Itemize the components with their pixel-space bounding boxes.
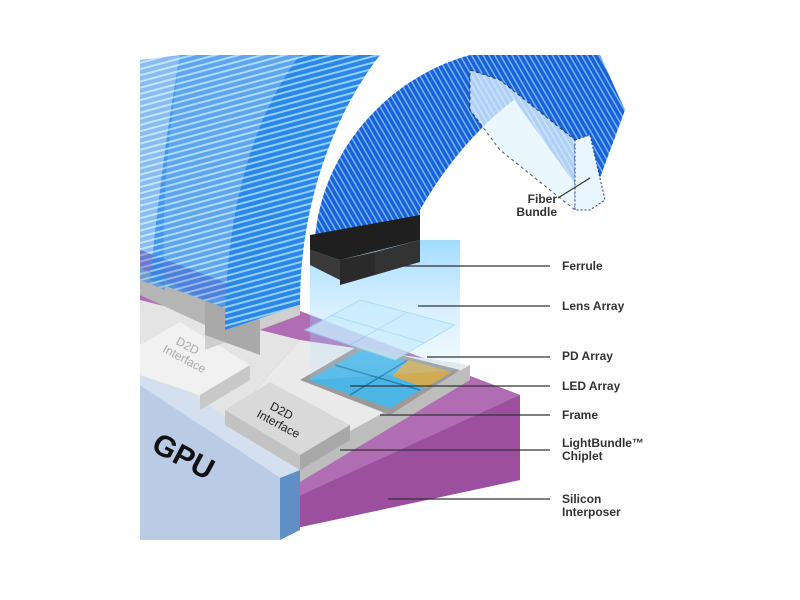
label-fiber-line2: Bundle bbox=[516, 205, 557, 219]
label-interposer-line1: Silicon bbox=[562, 492, 602, 506]
label-frame: Frame bbox=[562, 408, 599, 422]
label-fiber-bundle: Fiber Bundle bbox=[516, 192, 557, 219]
label-interposer-line2: Interposer bbox=[562, 505, 621, 519]
lens-array bbox=[303, 299, 457, 361]
label-interposer: Silicon Interposer bbox=[562, 493, 621, 519]
label-pd-array: PD Array bbox=[562, 349, 613, 363]
d2d-interface-front bbox=[225, 382, 350, 470]
label-ferrule: Ferrule bbox=[562, 259, 603, 273]
label-led-array: LED Array bbox=[562, 379, 621, 393]
label-chiplet: LightBundle™ Chiplet bbox=[562, 437, 644, 463]
label-chiplet-line1: LightBundle™ bbox=[562, 436, 644, 450]
label-chiplet-line2: Chiplet bbox=[562, 449, 603, 463]
label-fiber-line1: Fiber bbox=[527, 192, 557, 206]
label-lens-array: Lens Array bbox=[562, 299, 625, 313]
gpu-block bbox=[140, 370, 300, 540]
fiber-bundle-front bbox=[315, 55, 625, 240]
d2d-interface-back bbox=[140, 322, 250, 410]
fiber-bundle-back bbox=[140, 55, 380, 330]
leader-lines bbox=[340, 177, 591, 500]
